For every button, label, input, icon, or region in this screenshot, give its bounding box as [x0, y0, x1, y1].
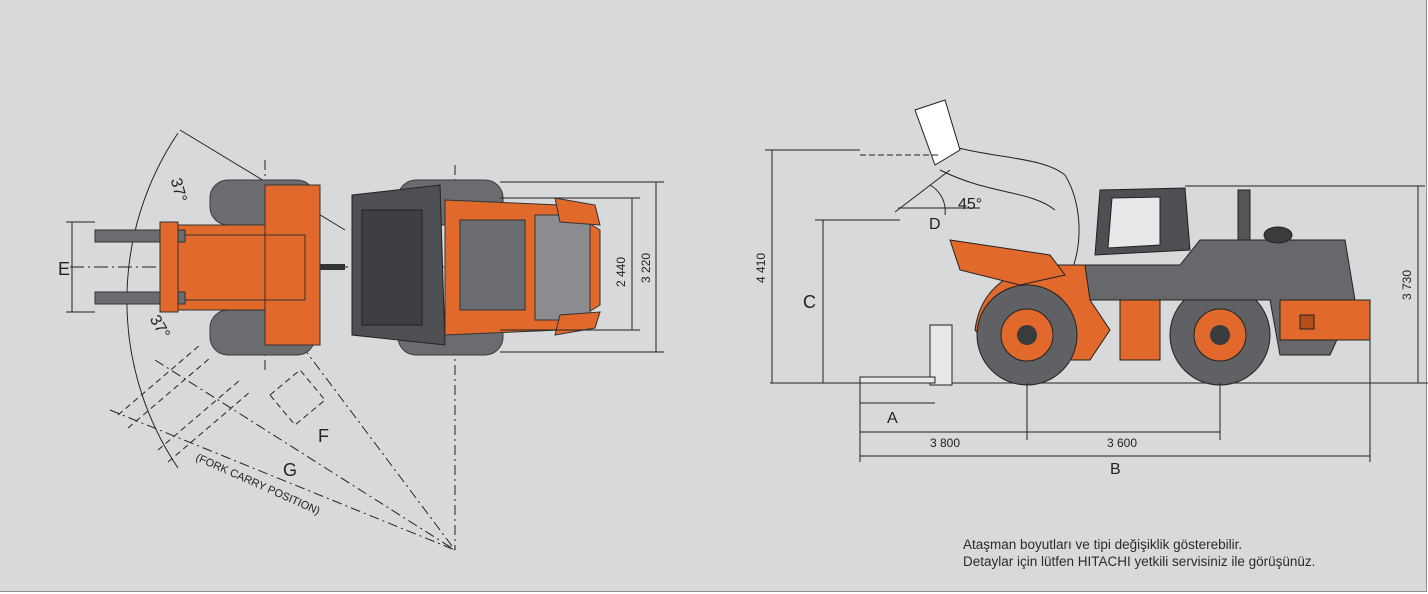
angle-bottom: 37° — [146, 312, 173, 341]
top-dimensions — [66, 181, 664, 353]
dim-inner: 2 440 — [614, 257, 628, 287]
dim-cab-height: 3 730 — [1400, 270, 1414, 300]
radial-line-mid — [154, 359, 456, 551]
top-forks — [94, 221, 186, 313]
ghost-fork — [117, 344, 326, 463]
angle-top: 37° — [167, 176, 190, 204]
top-front-frame — [159, 184, 345, 346]
side-body — [1079, 187, 1371, 356]
angle-45: 45° — [958, 196, 982, 213]
top-rear-body — [351, 184, 601, 346]
disclaimer-note: Ataşman boyutları ve tipi değişiklik gös… — [963, 536, 1315, 570]
label-d: D — [929, 216, 941, 233]
fork-carry-label: (FORK CARRY POSITION) — [194, 452, 322, 518]
dim-front: 3 800 — [930, 436, 960, 450]
label-a: A — [887, 410, 898, 427]
note-line-2: Detaylar için lütfen HITACHI yetkili ser… — [963, 554, 1316, 569]
label-g: G — [283, 460, 297, 480]
dim-wheelbase: 3 600 — [1107, 436, 1137, 450]
label-e: E — [58, 259, 70, 279]
side-fork — [859, 324, 953, 386]
note-line-1: Ataşman boyutları ve tipi değişiklik gös… — [963, 537, 1243, 552]
label-f: F — [318, 426, 329, 446]
radial-line-f — [289, 329, 456, 551]
front-wheel — [976, 284, 1078, 386]
radial-line-g — [109, 409, 456, 551]
side-dimensions — [765, 149, 1425, 462]
top-view — [70, 129, 600, 551]
label-c: C — [803, 292, 816, 312]
dim-height-total: 4 410 — [754, 253, 768, 283]
boom-raised-outline — [860, 99, 1080, 276]
rear-wheel — [1169, 284, 1271, 386]
dim-outer: 3 220 — [639, 253, 653, 283]
label-b: B — [1110, 461, 1121, 478]
